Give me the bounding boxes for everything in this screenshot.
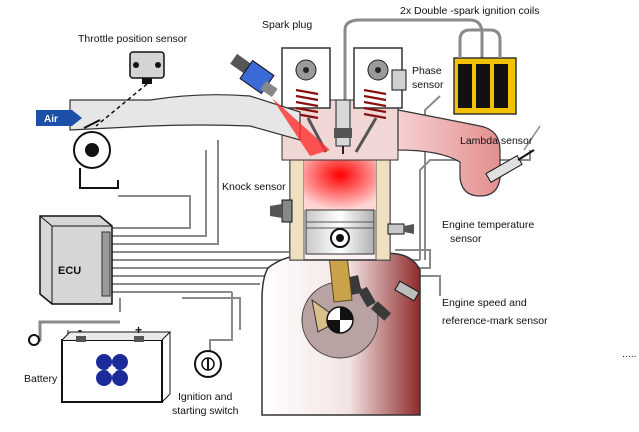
engine-speed-sensor-label: Engine speed and xyxy=(442,297,527,309)
lambda-sensor-label: Lambda sensor xyxy=(460,135,533,147)
ignition-switch xyxy=(194,350,222,378)
ignition-switch-label-line2: starting switch xyxy=(172,405,239,417)
battery-label: Battery xyxy=(24,373,58,385)
ignition-coils-label: 2x Double -spark ignition coils xyxy=(400,5,539,17)
phase-sensor-label-line2: sensor xyxy=(412,79,444,91)
ignition-coils xyxy=(453,28,517,115)
ecu-unit: ECU xyxy=(39,215,113,305)
battery-plus-sign: + xyxy=(135,323,142,337)
fuel-injector xyxy=(230,53,330,156)
lambda-sensor xyxy=(485,125,541,184)
engine-speed-sensor-label-line2: reference-mark sensor xyxy=(442,315,548,327)
ground-terminal xyxy=(28,334,40,346)
throttle-position-sensor xyxy=(95,51,165,127)
spark-plug-label: Spark plug xyxy=(262,19,312,31)
throttle-position-sensor-label: Throttle position sensor xyxy=(78,33,188,45)
engine-crankcase xyxy=(261,245,421,416)
engine-temperature-sensor-label-line2: sensor xyxy=(450,233,482,245)
battery-minus-sign: - xyxy=(78,323,82,337)
phase-sensor xyxy=(391,69,407,91)
cylinder xyxy=(289,159,391,261)
air-intake-badge: Air xyxy=(36,110,82,126)
intake-manifold xyxy=(69,94,301,189)
exhaust-valve-spring xyxy=(363,88,387,120)
trailing-ellipsis: ..... xyxy=(622,348,637,360)
spark-plug xyxy=(334,99,352,154)
crankshaft xyxy=(301,275,392,359)
air-label: Air xyxy=(44,114,58,125)
engine-speed-sensor xyxy=(394,280,420,302)
engine-temperature-sensor xyxy=(387,223,414,235)
knock-sensor-label: Knock sensor xyxy=(222,181,286,193)
knock-sensor xyxy=(270,199,293,223)
throttle-body xyxy=(73,119,119,189)
ignition-switch-label: Ignition and xyxy=(178,391,232,403)
cylinder-head xyxy=(281,47,403,161)
battery-logo xyxy=(96,354,128,386)
battery: - + xyxy=(61,323,172,403)
exhaust-manifold xyxy=(397,109,501,197)
engine-temperature-sensor-label: Engine temperature xyxy=(442,219,534,231)
phase-sensor-label: Phase xyxy=(412,65,442,77)
ecu-label: ECU xyxy=(58,265,81,277)
intake-valve-spring xyxy=(295,88,319,120)
